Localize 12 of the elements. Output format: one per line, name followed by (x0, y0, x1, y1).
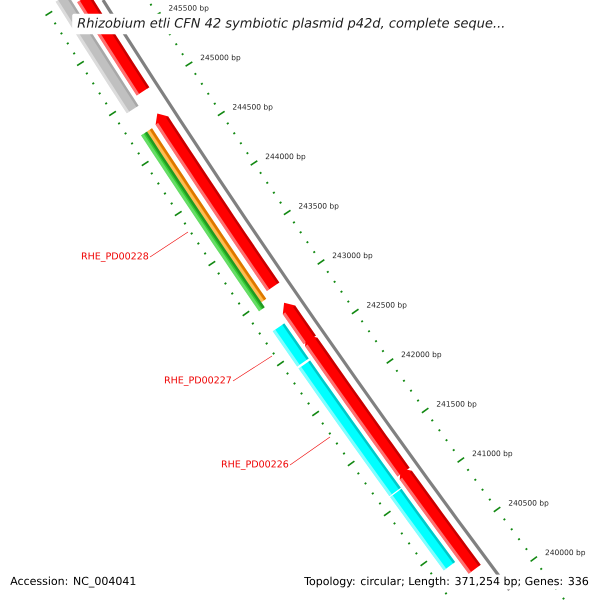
gene-label: RHE_PD00227 (164, 376, 231, 386)
gene-label: RHE_PD00226 (222, 460, 288, 470)
gene-feature (272, 323, 309, 366)
gene-feature (390, 488, 456, 570)
leader-line (232, 356, 272, 382)
gene-feature (298, 360, 401, 496)
title: Rhizobium etli CFN 42 symbiotic plasmid p42d, complete seque... (72, 14, 510, 34)
accession-text: Accession: NC_004041 (10, 576, 136, 588)
leader-line (150, 232, 188, 258)
summary-text: Topology: circular; Length: 371,254 bp; Genes: 336 (302, 574, 591, 590)
leader-line (290, 436, 330, 466)
gene-label: RHE_PD00228 (82, 252, 148, 262)
